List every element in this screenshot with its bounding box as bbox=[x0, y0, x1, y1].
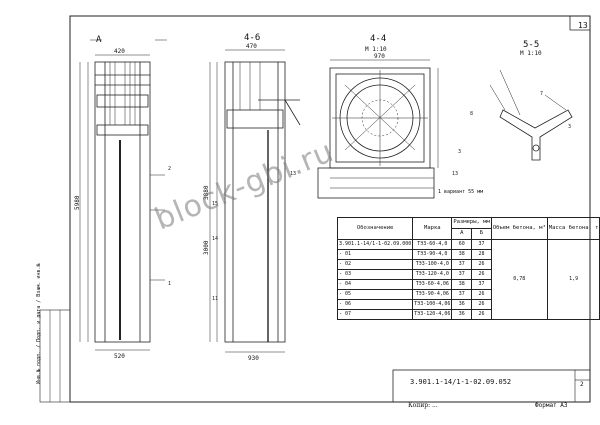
document-code: 3.901.1-14/1-1-02.09.052 bbox=[410, 378, 512, 386]
col-dims: Размеры, мм bbox=[451, 217, 492, 229]
svg-text:7: 7 bbox=[540, 91, 543, 97]
row-a: 37 bbox=[451, 289, 473, 300]
view-b-drawing bbox=[209, 49, 301, 353]
row-designation: - 05 bbox=[336, 289, 414, 300]
row-brand: ТЭ3-60-4,0 bbox=[412, 239, 453, 250]
table-row: 3.901.1-14/1-1-02.09.000 ТЭ3-60-4,0 60 3… bbox=[336, 239, 600, 320]
row-b: 37 bbox=[471, 239, 492, 250]
svg-text:1: 1 bbox=[168, 281, 171, 287]
brand-table: Обозначение Марка Размеры, мм Объем бето… bbox=[336, 217, 600, 320]
row-a: 36 bbox=[451, 299, 473, 310]
row-b: 28 bbox=[471, 249, 492, 260]
section-5-5-drawing bbox=[489, 69, 573, 161]
table-row: - 07 ТЭ3-120-4,06 36 26 bbox=[336, 309, 600, 320]
section-44-title: 4-4 bbox=[370, 34, 387, 44]
svg-text:2: 2 bbox=[168, 166, 171, 172]
svg-text:3: 3 bbox=[458, 149, 461, 155]
row-a: 38 bbox=[451, 249, 473, 260]
sheet-number: 2 bbox=[580, 381, 584, 388]
row-b: 26 bbox=[471, 299, 492, 310]
svg-text:3: 3 bbox=[568, 124, 571, 130]
col-dim-b: Б bbox=[471, 228, 492, 240]
variant-note: 1 вариант 55 мм bbox=[438, 189, 484, 195]
col-brand: Марка bbox=[412, 217, 453, 240]
row-a: 60 bbox=[451, 239, 473, 250]
row-a: 38 bbox=[451, 279, 473, 290]
section-44-scale: М 1:10 bbox=[365, 46, 387, 53]
callout-labels: 2 1 13 15 14 11 13 3 8 7 3 bbox=[168, 91, 571, 302]
section-55-scale: М 1:10 bbox=[520, 50, 542, 57]
row-designation: - 06 bbox=[336, 299, 414, 310]
svg-text:15: 15 bbox=[212, 201, 218, 207]
col-dim-a: А bbox=[451, 228, 473, 240]
row-b: 26 bbox=[471, 269, 492, 280]
shared-mass: 1,9 bbox=[546, 239, 600, 320]
bottom-dim-a: 520 bbox=[114, 353, 125, 360]
row-b: 26 bbox=[471, 309, 492, 320]
row-designation: - 03 bbox=[336, 269, 414, 280]
height-c: 3000 bbox=[203, 240, 210, 255]
col-volume: Объем бетона, м³ bbox=[490, 217, 548, 240]
row-brand: ТЭ3-100-4,06 bbox=[412, 299, 453, 310]
row-brand: ТЭ3-100-4,0 bbox=[412, 259, 453, 270]
table-row: - 03 ТЭ3-120-4,0 37 26 bbox=[336, 269, 600, 280]
col-designation: Обозначение bbox=[336, 217, 414, 240]
row-a: 36 bbox=[451, 309, 473, 320]
copier-label: Копир: ... bbox=[408, 402, 438, 409]
svg-text:13: 13 bbox=[452, 171, 458, 177]
row-a: 37 bbox=[451, 259, 473, 270]
row-designation: 3.901.1-14/1-1-02.09.000 bbox=[336, 239, 414, 250]
row-brand: ТЭ3-90-4,0 bbox=[412, 249, 453, 260]
row-designation: - 02 bbox=[336, 259, 414, 270]
row-designation: - 04 bbox=[336, 279, 414, 290]
row-brand: ТЭ3-120-4,06 bbox=[412, 309, 453, 320]
svg-text:13: 13 bbox=[290, 171, 296, 177]
row-brand: ТЭ3-90-4,06 bbox=[412, 289, 453, 300]
view-a-drawing bbox=[79, 39, 167, 351]
svg-text:8: 8 bbox=[470, 111, 473, 117]
section-55-title: 5-5 bbox=[523, 40, 540, 50]
svg-text:11: 11 bbox=[212, 296, 218, 302]
bottom-dim-b: 930 bbox=[248, 355, 259, 362]
view-a-width: 420 bbox=[114, 48, 125, 55]
row-b: 37 bbox=[471, 279, 492, 290]
row-a: 37 bbox=[451, 269, 473, 280]
svg-text:14: 14 bbox=[212, 236, 218, 242]
view-b-title: 4-6 bbox=[244, 33, 261, 43]
page-number: 13 bbox=[578, 21, 588, 30]
row-brand: ТЭ3-60-4,06 bbox=[412, 279, 453, 290]
col-mass: Масса бетона, т bbox=[546, 217, 600, 240]
row-designation: - 07 bbox=[336, 309, 414, 320]
view-a-title: А bbox=[96, 35, 102, 45]
section-4-4-drawing bbox=[317, 59, 439, 199]
section-width: 970 bbox=[374, 53, 385, 60]
shared-volume: 0,78 bbox=[490, 239, 548, 320]
row-b: 26 bbox=[471, 259, 492, 270]
height-a: 5980 bbox=[74, 195, 81, 210]
view-b-width: 470 bbox=[246, 43, 257, 50]
row-brand: ТЭ3-120-4,0 bbox=[412, 269, 453, 280]
row-designation: - 01 bbox=[336, 249, 414, 260]
format-label: Формат А3 bbox=[535, 402, 568, 409]
row-b: 26 bbox=[471, 289, 492, 300]
side-stamp: Инв.№ подл. / Подп. и дата / Взам. инв.№ bbox=[36, 263, 42, 384]
